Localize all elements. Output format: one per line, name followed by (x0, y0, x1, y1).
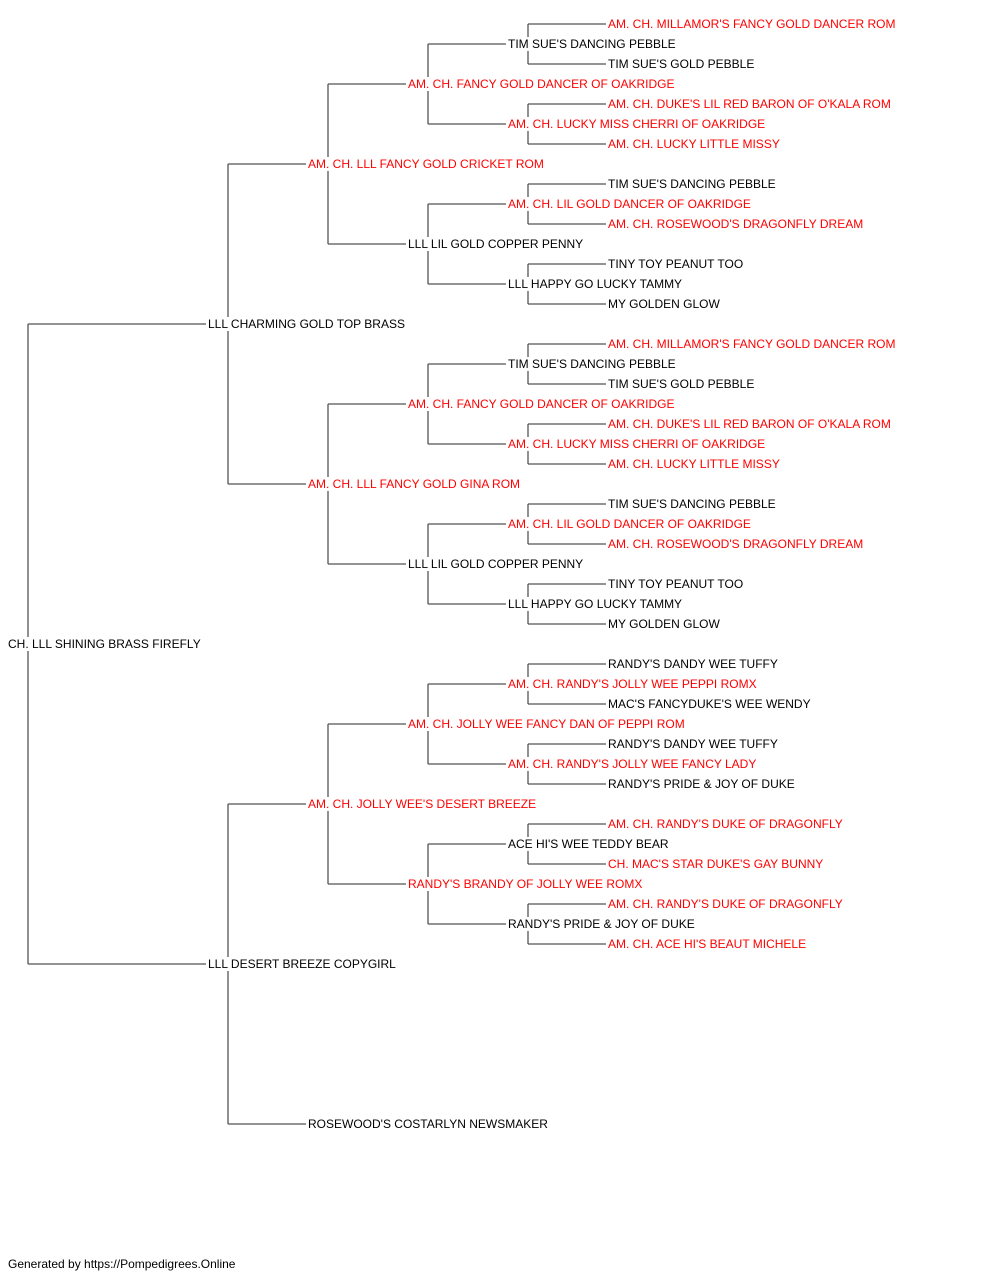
pedigree-entry: AM. CH. RANDY'S DUKE OF DRAGONFLY (608, 817, 845, 831)
pedigree-entry: MY GOLDEN GLOW (608, 617, 722, 631)
pedigree-entry: AM. CH. RANDY'S JOLLY WEE PEPPI ROMX (508, 677, 759, 691)
pedigree-entry: TINY TOY PEANUT TOO (608, 257, 746, 271)
pedigree-entry: MAC'S FANCYDUKE'S WEE WENDY (608, 697, 813, 711)
pedigree-entry: AM. CH. LUCKY LITTLE MISSY (608, 457, 782, 471)
pedigree-entry: TIM SUE'S GOLD PEBBLE (608, 377, 757, 391)
pedigree-entry: AM. CH. FANCY GOLD DANCER OF OAKRIDGE (408, 77, 677, 91)
footer-credit: Generated by https://Pompedigrees.Online (8, 1257, 236, 1271)
pedigree-entry: CH. LLL SHINING BRASS FIREFLY (8, 637, 203, 651)
pedigree-entry: CH. MAC'S STAR DUKE'S GAY BUNNY (608, 857, 826, 871)
pedigree-entry: TINY TOY PEANUT TOO (608, 577, 746, 591)
pedigree-entry: RANDY'S PRIDE & JOY OF DUKE (608, 777, 797, 791)
pedigree-entry: AM. CH. LIL GOLD DANCER OF OAKRIDGE (508, 197, 753, 211)
pedigree-entry: AM. CH. RANDY'S DUKE OF DRAGONFLY (608, 897, 845, 911)
pedigree-entry: AM. CH. FANCY GOLD DANCER OF OAKRIDGE (408, 397, 677, 411)
pedigree-entry: RANDY'S DANDY WEE TUFFY (608, 737, 780, 751)
pedigree-entry: AM. CH. LUCKY MISS CHERRI OF OAKRIDGE (508, 117, 768, 131)
pedigree-entry: RANDY'S DANDY WEE TUFFY (608, 657, 780, 671)
pedigree-entry: AM. CH. JOLLY WEE'S DESERT BREEZE (308, 797, 539, 811)
pedigree-entry: LLL LIL GOLD COPPER PENNY (408, 237, 586, 251)
pedigree-entry: AM. CH. ROSEWOOD'S DRAGONFLY DREAM (608, 537, 866, 551)
pedigree-entry: MY GOLDEN GLOW (608, 297, 722, 311)
pedigree-entry: AM. CH. LLL FANCY GOLD GINA ROM (308, 477, 523, 491)
pedigree-entry: TIM SUE'S DANCING PEBBLE (608, 177, 778, 191)
pedigree-entry: TIM SUE'S GOLD PEBBLE (608, 57, 757, 71)
pedigree-entry: AM. CH. ROSEWOOD'S DRAGONFLY DREAM (608, 217, 866, 231)
pedigree-entry: AM. CH. MILLAMOR'S FANCY GOLD DANCER ROM (608, 17, 898, 31)
pedigree-entry: AM. CH. DUKE'S LIL RED BARON OF O'KALA R… (608, 97, 893, 111)
pedigree-entry: AM. CH. DUKE'S LIL RED BARON OF O'KALA R… (608, 417, 893, 431)
pedigree-entry: AM. CH. ACE HI'S BEAUT MICHELE (608, 937, 809, 951)
pedigree-entry: AM. CH. LIL GOLD DANCER OF OAKRIDGE (508, 517, 753, 531)
pedigree-entry: RANDY'S BRANDY OF JOLLY WEE ROMX (408, 877, 645, 891)
pedigree-entry: RANDY'S PRIDE & JOY OF DUKE (508, 917, 697, 931)
pedigree-entry: LLL HAPPY GO LUCKY TAMMY (508, 277, 685, 291)
pedigree-entry: AM. CH. LLL FANCY GOLD CRICKET ROM (308, 157, 546, 171)
pedigree-entry: AM. CH. LUCKY LITTLE MISSY (608, 137, 782, 151)
pedigree-entry: AM. CH. MILLAMOR'S FANCY GOLD DANCER ROM (608, 337, 898, 351)
pedigree-entry: AM. CH. RANDY'S JOLLY WEE FANCY LADY (508, 757, 759, 771)
pedigree-entry: TIM SUE'S DANCING PEBBLE (608, 497, 778, 511)
pedigree-entry: AM. CH. LUCKY MISS CHERRI OF OAKRIDGE (508, 437, 768, 451)
pedigree-entry: ROSEWOOD'S COSTARLYN NEWSMAKER (308, 1117, 550, 1131)
pedigree-entry: LLL CHARMING GOLD TOP BRASS (208, 317, 407, 331)
pedigree-entry: TIM SUE'S DANCING PEBBLE (508, 37, 678, 51)
pedigree-entry: LLL LIL GOLD COPPER PENNY (408, 557, 586, 571)
pedigree-entry: LLL HAPPY GO LUCKY TAMMY (508, 597, 685, 611)
pedigree-entry: ACE HI'S WEE TEDDY BEAR (508, 837, 671, 851)
pedigree-entry: TIM SUE'S DANCING PEBBLE (508, 357, 678, 371)
pedigree-entry: AM. CH. JOLLY WEE FANCY DAN OF PEPPI ROM (408, 717, 687, 731)
pedigree-entry: LLL DESERT BREEZE COPYGIRL (208, 957, 398, 971)
